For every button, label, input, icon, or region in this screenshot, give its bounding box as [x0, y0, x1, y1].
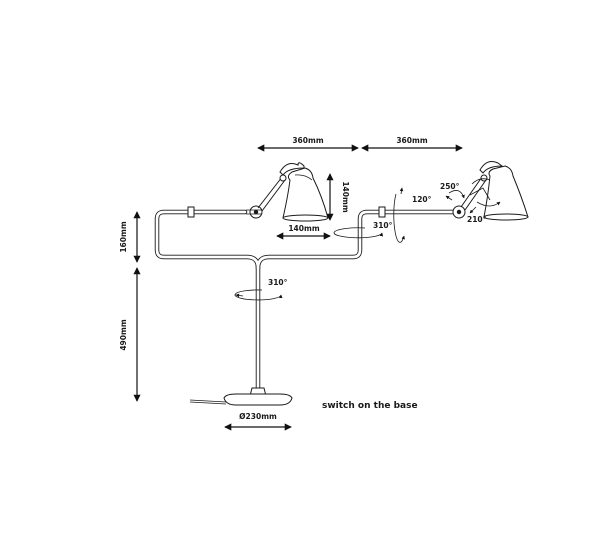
rotation-vertical-label: 120°	[412, 195, 432, 204]
rotation-vertical: 120°	[393, 187, 432, 243]
switch-note: switch on the base	[322, 401, 418, 411]
right-arm	[460, 176, 487, 211]
dim-shade-width: 140mm	[276, 224, 331, 240]
dim-upper-height: 160mm	[119, 211, 141, 263]
dim-base-diameter: Ø230mm	[224, 412, 292, 431]
left-arm	[257, 176, 286, 212]
rotation-stem-label: 310°	[268, 278, 288, 287]
lamp-structure	[154, 161, 529, 406]
dim-stem-height: 490mm	[119, 267, 141, 402]
dim-shade-height: 140mm	[326, 173, 350, 221]
dim-arm-left: 360mm	[257, 136, 359, 152]
rotation-shade-side: 210°	[467, 201, 501, 224]
left-joint	[187, 205, 263, 219]
rotation-stem: 310°	[234, 278, 288, 301]
dim-shade-width-label: 140mm	[288, 224, 319, 233]
rotation-shade-up: 250°	[440, 182, 465, 201]
dim-arm-left-label: 360mm	[292, 136, 323, 145]
dim-base-diameter-label: Ø230mm	[239, 412, 277, 421]
right-joint	[378, 205, 466, 219]
rotation-elbow-label: 310°	[373, 221, 393, 230]
dim-arm-right: 360mm	[361, 136, 463, 152]
right-shade	[469, 161, 529, 221]
dim-upper-height-label: 160mm	[119, 221, 128, 252]
rotation-shade-side-label: 210°	[467, 215, 487, 224]
dim-stem-height-label: 490mm	[119, 319, 128, 350]
rotation-shade-up-label: 250°	[440, 182, 460, 191]
rotation-elbow: 310°	[333, 221, 393, 239]
dim-shade-height-label: 140mm	[341, 181, 350, 212]
left-shade	[279, 162, 329, 222]
lamp-base	[189, 387, 293, 406]
dim-arm-right-label: 360mm	[396, 136, 427, 145]
